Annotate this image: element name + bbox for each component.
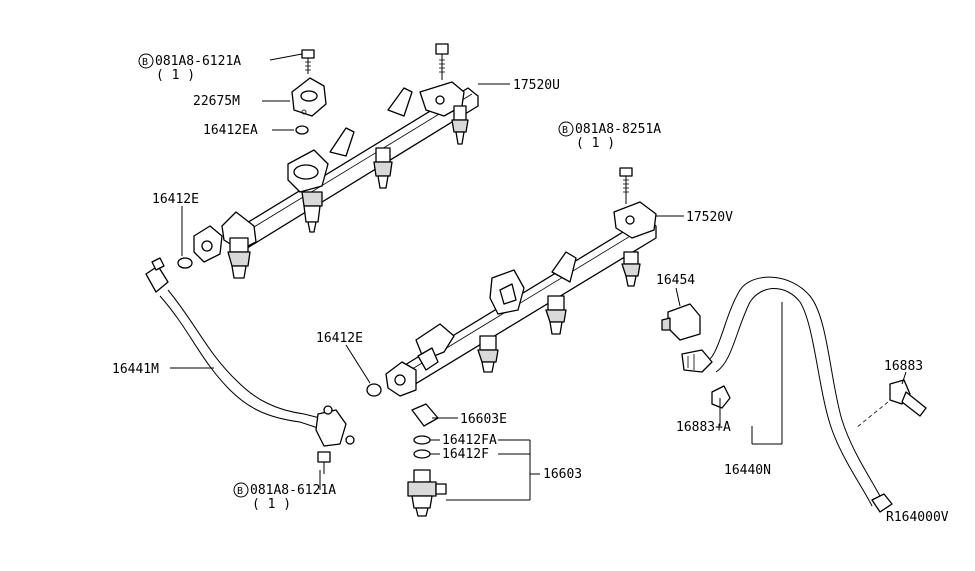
clip-16603E[interactable] bbox=[411, 403, 439, 427]
o-ring-16412F[interactable] bbox=[413, 449, 431, 459]
label-bolt-top-code: 081A8-6121A bbox=[155, 54, 241, 69]
fuel-hose-16440N[interactable] bbox=[681, 276, 893, 513]
label-17520U: 17520U bbox=[513, 78, 560, 93]
fuel-rail-lower[interactable] bbox=[385, 201, 657, 397]
label-22675M: 22675M bbox=[193, 94, 240, 109]
injector-lower-4[interactable] bbox=[417, 347, 439, 371]
label-bolt-mid-code: 081A8-8251A bbox=[575, 122, 661, 137]
bolt-bottom[interactable] bbox=[317, 451, 331, 474]
label-16412FA: 16412FA bbox=[442, 433, 497, 448]
bolt-lower-rail[interactable] bbox=[619, 167, 633, 204]
injector-lower-1[interactable] bbox=[621, 251, 641, 287]
leader-lines bbox=[170, 53, 907, 501]
injector-upper-4[interactable] bbox=[227, 237, 251, 279]
label-16883: 16883 bbox=[884, 359, 923, 374]
bolt-symbol-top: B bbox=[142, 57, 148, 68]
label-16454: 16454 bbox=[656, 273, 695, 288]
o-ring-16412E-center[interactable] bbox=[366, 383, 382, 397]
pressure-regulator[interactable] bbox=[291, 77, 327, 117]
label-16412E-center: 16412E bbox=[316, 331, 363, 346]
bolt-callout-bottom: B 081A8-6121A ( 1 ) bbox=[233, 482, 336, 512]
bolt-symbol-mid: B bbox=[562, 125, 568, 136]
diagram-code: R164000V bbox=[886, 510, 949, 525]
label-16412F: 16412F bbox=[442, 447, 489, 462]
label-16441M: 16441M bbox=[112, 362, 159, 377]
label-16883A: 16883+A bbox=[676, 420, 731, 435]
injector-upper-1[interactable] bbox=[451, 105, 469, 145]
injector-16603[interactable] bbox=[407, 469, 447, 517]
label-bolt-bottom-qty: ( 1 ) bbox=[252, 497, 291, 512]
injector-lower-3[interactable] bbox=[477, 335, 499, 373]
label-bolt-bottom-code: 081A8-6121A bbox=[250, 483, 336, 498]
injector-lower-2[interactable] bbox=[545, 295, 567, 335]
label-bolt-top-qty: ( 1 ) bbox=[156, 68, 195, 83]
label-bolt-mid-qty: ( 1 ) bbox=[576, 136, 615, 151]
bolt-top[interactable] bbox=[301, 49, 315, 74]
label-16603: 16603 bbox=[543, 467, 582, 482]
o-ring-16412EA[interactable] bbox=[295, 125, 309, 135]
o-ring-16412FA[interactable] bbox=[413, 435, 431, 445]
label-16412EA: 16412EA bbox=[203, 123, 258, 138]
fuel-hose-16441M[interactable] bbox=[145, 257, 355, 447]
injector-upper-2[interactable] bbox=[373, 147, 393, 189]
bolt-symbol-bottom: B bbox=[237, 486, 243, 497]
fuel-rail-upper[interactable] bbox=[193, 81, 479, 263]
label-16412E-left: 16412E bbox=[152, 192, 199, 207]
o-ring-16412E-left[interactable] bbox=[177, 257, 193, 269]
label-17520V: 17520V bbox=[686, 210, 733, 225]
bolt-upper-rail[interactable] bbox=[435, 43, 449, 80]
bolt-callout-top: B 081A8-6121A ( 1 ) bbox=[138, 53, 241, 83]
clip-16883A[interactable] bbox=[711, 385, 731, 409]
injector-upper-3[interactable] bbox=[287, 149, 329, 233]
label-16603E: 16603E bbox=[460, 412, 507, 427]
label-16440N: 16440N bbox=[724, 463, 771, 478]
clip-16883[interactable] bbox=[855, 379, 927, 429]
damper-16454[interactable] bbox=[661, 303, 701, 341]
bolt-callout-mid: B 081A8-8251A ( 1 ) bbox=[558, 121, 661, 151]
